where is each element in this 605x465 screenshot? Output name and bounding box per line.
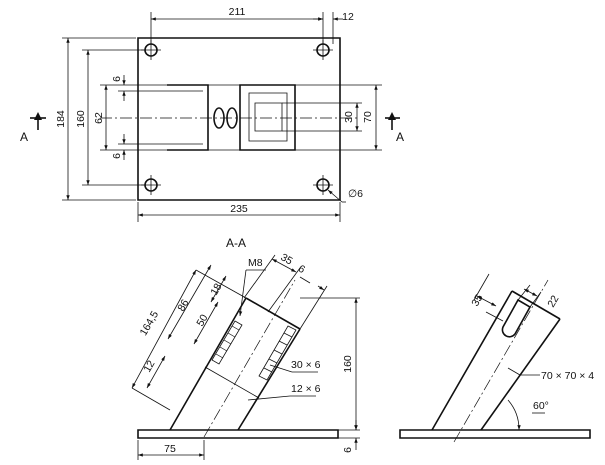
section-height-dimension: 160 6 [300,298,360,453]
section-base-dimension: 75 [138,440,204,460]
section-label-left: A [20,130,28,144]
side-base-plate [400,430,590,438]
section-view: A-A M8 [132,236,360,460]
dim-62: 62 [93,112,105,124]
dim-86: 86 [175,297,191,313]
dim-50: 50 [194,312,210,328]
section-label-right: A [396,130,404,144]
section-title: A-A [226,236,246,250]
dim-160: 160 [75,110,87,128]
dim-12x6: 12 × 6 [291,383,321,395]
dim-30: 30 [343,111,355,123]
tube-projection [100,85,360,150]
dim-6-bottom: 6 [111,153,123,159]
thread-callout: M8 [238,257,266,316]
dim-211: 211 [229,6,246,18]
section-tube [170,280,300,437]
dim-30x6: 30 × 6 [291,359,321,371]
plan-top-dimensions: 211 12 [151,6,354,44]
dim-12: 12 [342,11,354,23]
plan-view: 211 12 184 160 62 6 6 [20,6,404,222]
side-view: 35 22 70 × 70 × 4 60° [400,274,594,442]
plan-right-dimensions: 30 70 [282,85,382,150]
dim-184: 184 [55,110,67,128]
dim-164-5: 164,5 [138,309,162,338]
dim-22: 22 [545,293,561,309]
dim-70: 70 [362,111,374,123]
base-plate-outline [138,38,340,200]
dim-base-6: 6 [342,447,354,453]
plan-bottom-dimensions: 235 ∅6 [138,188,363,222]
side-dimensions: 35 22 70 × 70 × 4 60° [469,274,594,430]
dim-section-35: 35 [278,251,294,267]
dim-section-12: 12 [141,358,157,374]
section-top-dimensions: 35 6 [244,251,327,329]
dim-section-6: 6 [296,263,307,276]
section-base-plate [138,430,338,438]
dim-side-35: 35 [469,292,485,308]
dim-tube-spec: 70 × 70 × 4 [541,370,594,382]
plate-callouts: 30 × 6 12 × 6 [248,359,321,400]
dim-6-top: 6 [111,76,123,82]
dim-M8: M8 [248,257,263,269]
side-tube [432,280,560,442]
dim-section-160: 160 [342,355,354,373]
plan-left-dimensions: 184 160 62 6 6 [55,38,172,200]
section-marker-left: A [20,112,46,144]
dim-75: 75 [164,443,176,455]
section-marker-right: A [385,112,404,144]
dim-18: 18 [208,281,224,297]
dim-235: 235 [230,203,248,215]
dim-angle: 60° [533,400,549,412]
section-plates [212,321,296,380]
dim-hole-diameter: ∅6 [348,188,363,200]
section-left-dimensions: 164,5 86 50 18 12 [132,265,246,410]
